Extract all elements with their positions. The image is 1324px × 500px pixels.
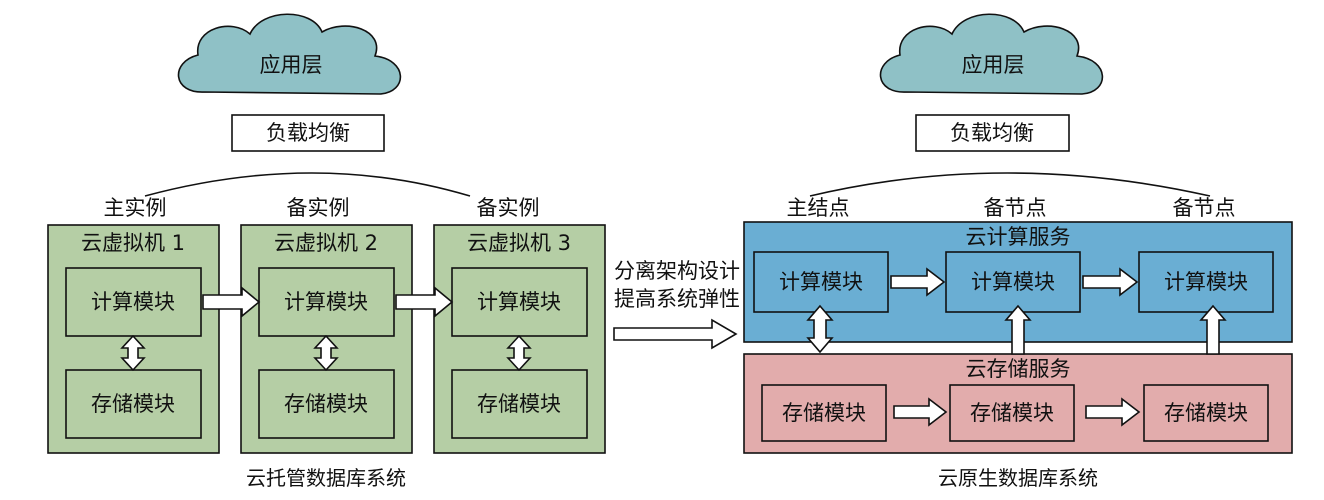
left-caption: 云托管数据库系统 bbox=[246, 466, 406, 490]
right-arrow-icon bbox=[395, 286, 454, 318]
storage-module-box bbox=[1143, 384, 1269, 442]
up-arrow-icon bbox=[1199, 304, 1227, 355]
middle-text-line-1: 分离架构设计 bbox=[614, 259, 740, 283]
left-cloud-label: 应用层 bbox=[260, 53, 323, 77]
right-arrow-icon bbox=[1082, 267, 1139, 297]
storage-module-box bbox=[258, 369, 395, 439]
right-node-label-2: 备节点 bbox=[984, 196, 1047, 220]
double-arrow-icon bbox=[120, 334, 146, 372]
compute-module-box bbox=[753, 251, 889, 313]
left-role-label-2: 备实例 bbox=[287, 196, 350, 220]
left-system: 应用层 负载均衡 主实例 备实例 备实例 云虚拟机 1 计算模块 存储模块 云虚… bbox=[47, 13, 606, 490]
middle-text-line-2: 提高系统弹性 bbox=[614, 287, 740, 311]
storage-module-label: 存储模块 bbox=[1164, 401, 1248, 425]
transition-arrow-icon bbox=[613, 318, 738, 350]
right-arrow-icon bbox=[893, 397, 948, 427]
compute-module-label: 计算模块 bbox=[1164, 270, 1248, 294]
compute-service-title: 云计算服务 bbox=[966, 225, 1071, 249]
vm-label: 云虚拟机 3 bbox=[467, 231, 571, 255]
compute-module-box bbox=[1138, 251, 1274, 313]
double-arrow-icon bbox=[506, 334, 532, 372]
compute-module-label: 计算模块 bbox=[971, 270, 1055, 294]
storage-module-label: 存储模块 bbox=[91, 392, 175, 416]
storage-module-box bbox=[949, 384, 1075, 442]
left-load-balancer-box bbox=[231, 114, 385, 152]
right-system: 应用层 负载均衡 主结点 备节点 备节点 云计算服务 计算模块 计算模块 计算模… bbox=[743, 13, 1293, 490]
compute-module-label: 计算模块 bbox=[477, 290, 561, 314]
left-vm-3: 云虚拟机 3 计算模块 存储模块 bbox=[433, 224, 606, 454]
double-arrow-icon bbox=[806, 304, 834, 354]
right-cloud-label: 应用层 bbox=[962, 53, 1025, 77]
storage-module-box bbox=[65, 369, 202, 439]
up-arrow-icon bbox=[1004, 304, 1032, 355]
compute-module-label: 计算模块 bbox=[284, 290, 368, 314]
storage-module-label: 存储模块 bbox=[477, 392, 561, 416]
right-cloud-icon bbox=[879, 13, 1104, 95]
right-distribution-arc bbox=[809, 172, 1211, 197]
storage-module-label: 存储模块 bbox=[970, 401, 1054, 425]
storage-service: 云存储服务 存储模块 存储模块 存储模块 bbox=[743, 353, 1293, 454]
left-distribution-arc bbox=[144, 172, 471, 197]
compute-module-box bbox=[65, 267, 202, 337]
storage-module-box bbox=[761, 384, 887, 442]
compute-module-label: 计算模块 bbox=[91, 290, 175, 314]
left-vm-1: 云虚拟机 1 计算模块 存储模块 bbox=[47, 224, 220, 454]
compute-module-box bbox=[945, 251, 1081, 313]
right-load-balancer-label: 负载均衡 bbox=[950, 121, 1034, 145]
storage-module-label: 存储模块 bbox=[782, 401, 866, 425]
right-caption: 云原生数据库系统 bbox=[938, 466, 1098, 490]
vm-label: 云虚拟机 2 bbox=[274, 231, 378, 255]
left-role-label-3: 备实例 bbox=[477, 196, 540, 220]
vm-label: 云虚拟机 1 bbox=[81, 231, 185, 255]
right-node-label-1: 主结点 bbox=[787, 196, 850, 220]
left-role-label-1: 主实例 bbox=[104, 196, 167, 220]
right-load-balancer-box bbox=[915, 114, 1070, 152]
storage-module-box bbox=[451, 369, 588, 439]
storage-module-label: 存储模块 bbox=[284, 392, 368, 416]
right-arrow-icon bbox=[1085, 397, 1141, 427]
middle-transition: 分离架构设计 提高系统弹性 bbox=[613, 259, 740, 350]
left-cloud-icon bbox=[177, 13, 402, 95]
storage-service-title: 云存储服务 bbox=[966, 357, 1071, 381]
left-vm-2: 云虚拟机 2 计算模块 存储模块 bbox=[240, 224, 413, 454]
compute-module-label: 计算模块 bbox=[779, 270, 863, 294]
right-arrow-icon bbox=[202, 286, 261, 318]
right-arrow-icon bbox=[890, 267, 946, 297]
left-load-balancer-label: 负载均衡 bbox=[266, 121, 350, 145]
right-node-label-3: 备节点 bbox=[1173, 196, 1236, 220]
double-arrow-icon bbox=[313, 334, 339, 372]
